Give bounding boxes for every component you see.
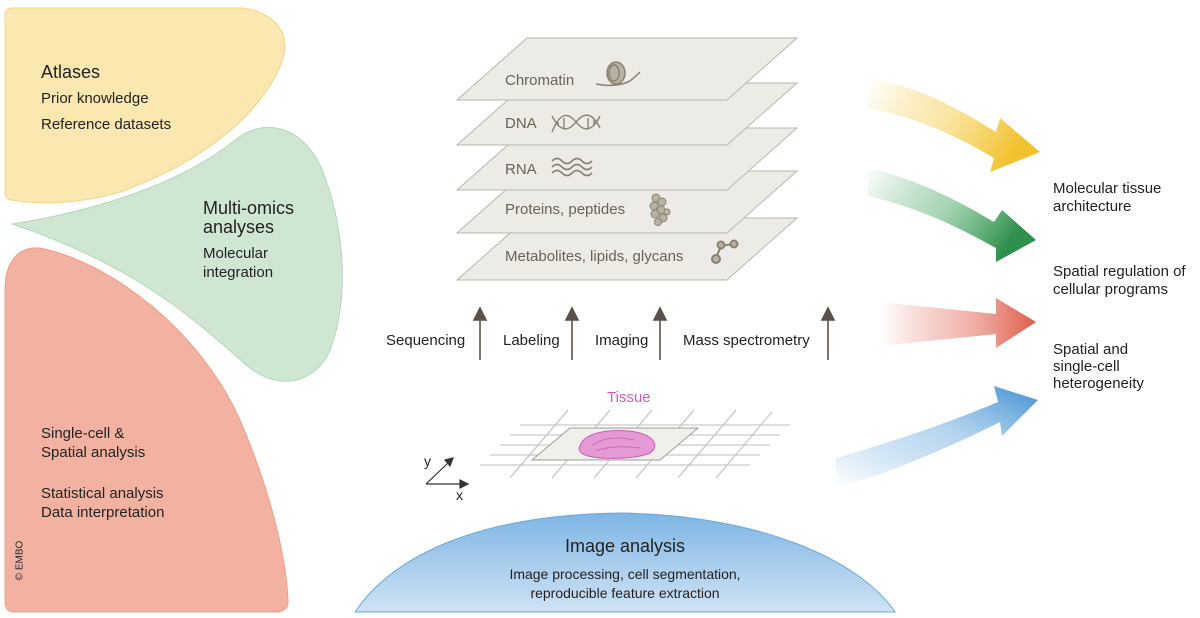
- layer-plate-chromatin: [455, 37, 799, 101]
- protein-icon: [649, 193, 671, 226]
- multiomics-title-line2: analyses: [203, 217, 275, 237]
- atlases-prior-knowledge: Prior knowledge: [41, 90, 149, 107]
- tissue-sample: [578, 430, 656, 459]
- method-mass-spectrometry: Mass spectrometry: [683, 332, 810, 349]
- atlases-shape: [4, 7, 286, 204]
- metabolite-molecule-icon: [711, 239, 739, 264]
- output-2-line2: cellular programs: [1053, 281, 1169, 298]
- copyright-label: © EMBO: [14, 540, 26, 581]
- single-cell-shape: [4, 247, 289, 613]
- axis-y-label: y: [424, 453, 431, 469]
- rna-wave-icon: [551, 157, 593, 177]
- image-analysis-line1: Image processing, cell segmentation,: [509, 566, 741, 582]
- output-arrow-blue: [836, 386, 1038, 488]
- dna-helix-icon: [551, 114, 601, 133]
- singlecell-line3: Statistical analysis: [41, 485, 164, 502]
- layer-label-chromatin: Chromatin: [505, 72, 575, 89]
- method-labeling: Labeling: [503, 332, 560, 349]
- method-sequencing: Sequencing: [386, 332, 466, 349]
- layer-label-rna: RNA: [505, 161, 537, 178]
- axis-x-label: x: [456, 487, 463, 503]
- image-analysis-line2: reproducible feature extraction: [530, 585, 720, 601]
- multiomics-molecular: Molecular: [203, 245, 269, 262]
- method-arrows: [472, 306, 836, 360]
- layer-label-metabolites: Metabolites, lipids, glycans: [505, 248, 684, 265]
- output-2-line1: Spatial regulation of: [1053, 263, 1186, 280]
- layer-label-dna: DNA: [505, 115, 537, 132]
- output-arrow-yellow: [868, 78, 1040, 172]
- output-1-line2: architecture: [1053, 198, 1132, 215]
- layer-stack: [455, 37, 799, 281]
- multiomics-shape: [11, 126, 343, 382]
- method-imaging: Imaging: [595, 332, 649, 349]
- output-1-line1: Molecular tissue: [1053, 180, 1162, 197]
- multiomics-title-line1: Multi-omics: [203, 198, 295, 218]
- singlecell-line4: Data interpretation: [41, 504, 165, 521]
- singlecell-line1: Single-cell &: [41, 425, 125, 442]
- tissue-label: Tissue: [607, 389, 651, 406]
- image-analysis-dome: [354, 512, 896, 613]
- chromatin-icon: [595, 61, 641, 87]
- output-3-line1: Spatial and: [1053, 341, 1129, 358]
- atlases-reference-datasets: Reference datasets: [41, 116, 172, 133]
- output-3-line2: single-cell: [1053, 358, 1120, 375]
- image-analysis-title: Image analysis: [564, 536, 686, 556]
- output-3-line3: heterogeneity: [1053, 375, 1144, 392]
- output-arrow-red: [880, 298, 1036, 348]
- layer-label-proteins: Proteins, peptides: [505, 201, 626, 218]
- atlases-title: Atlases: [41, 62, 101, 82]
- output-arrow-green: [868, 168, 1036, 262]
- singlecell-line2: Spatial analysis: [41, 444, 146, 461]
- xy-axis-icon: [425, 457, 470, 489]
- multiomics-integration: integration: [203, 264, 274, 281]
